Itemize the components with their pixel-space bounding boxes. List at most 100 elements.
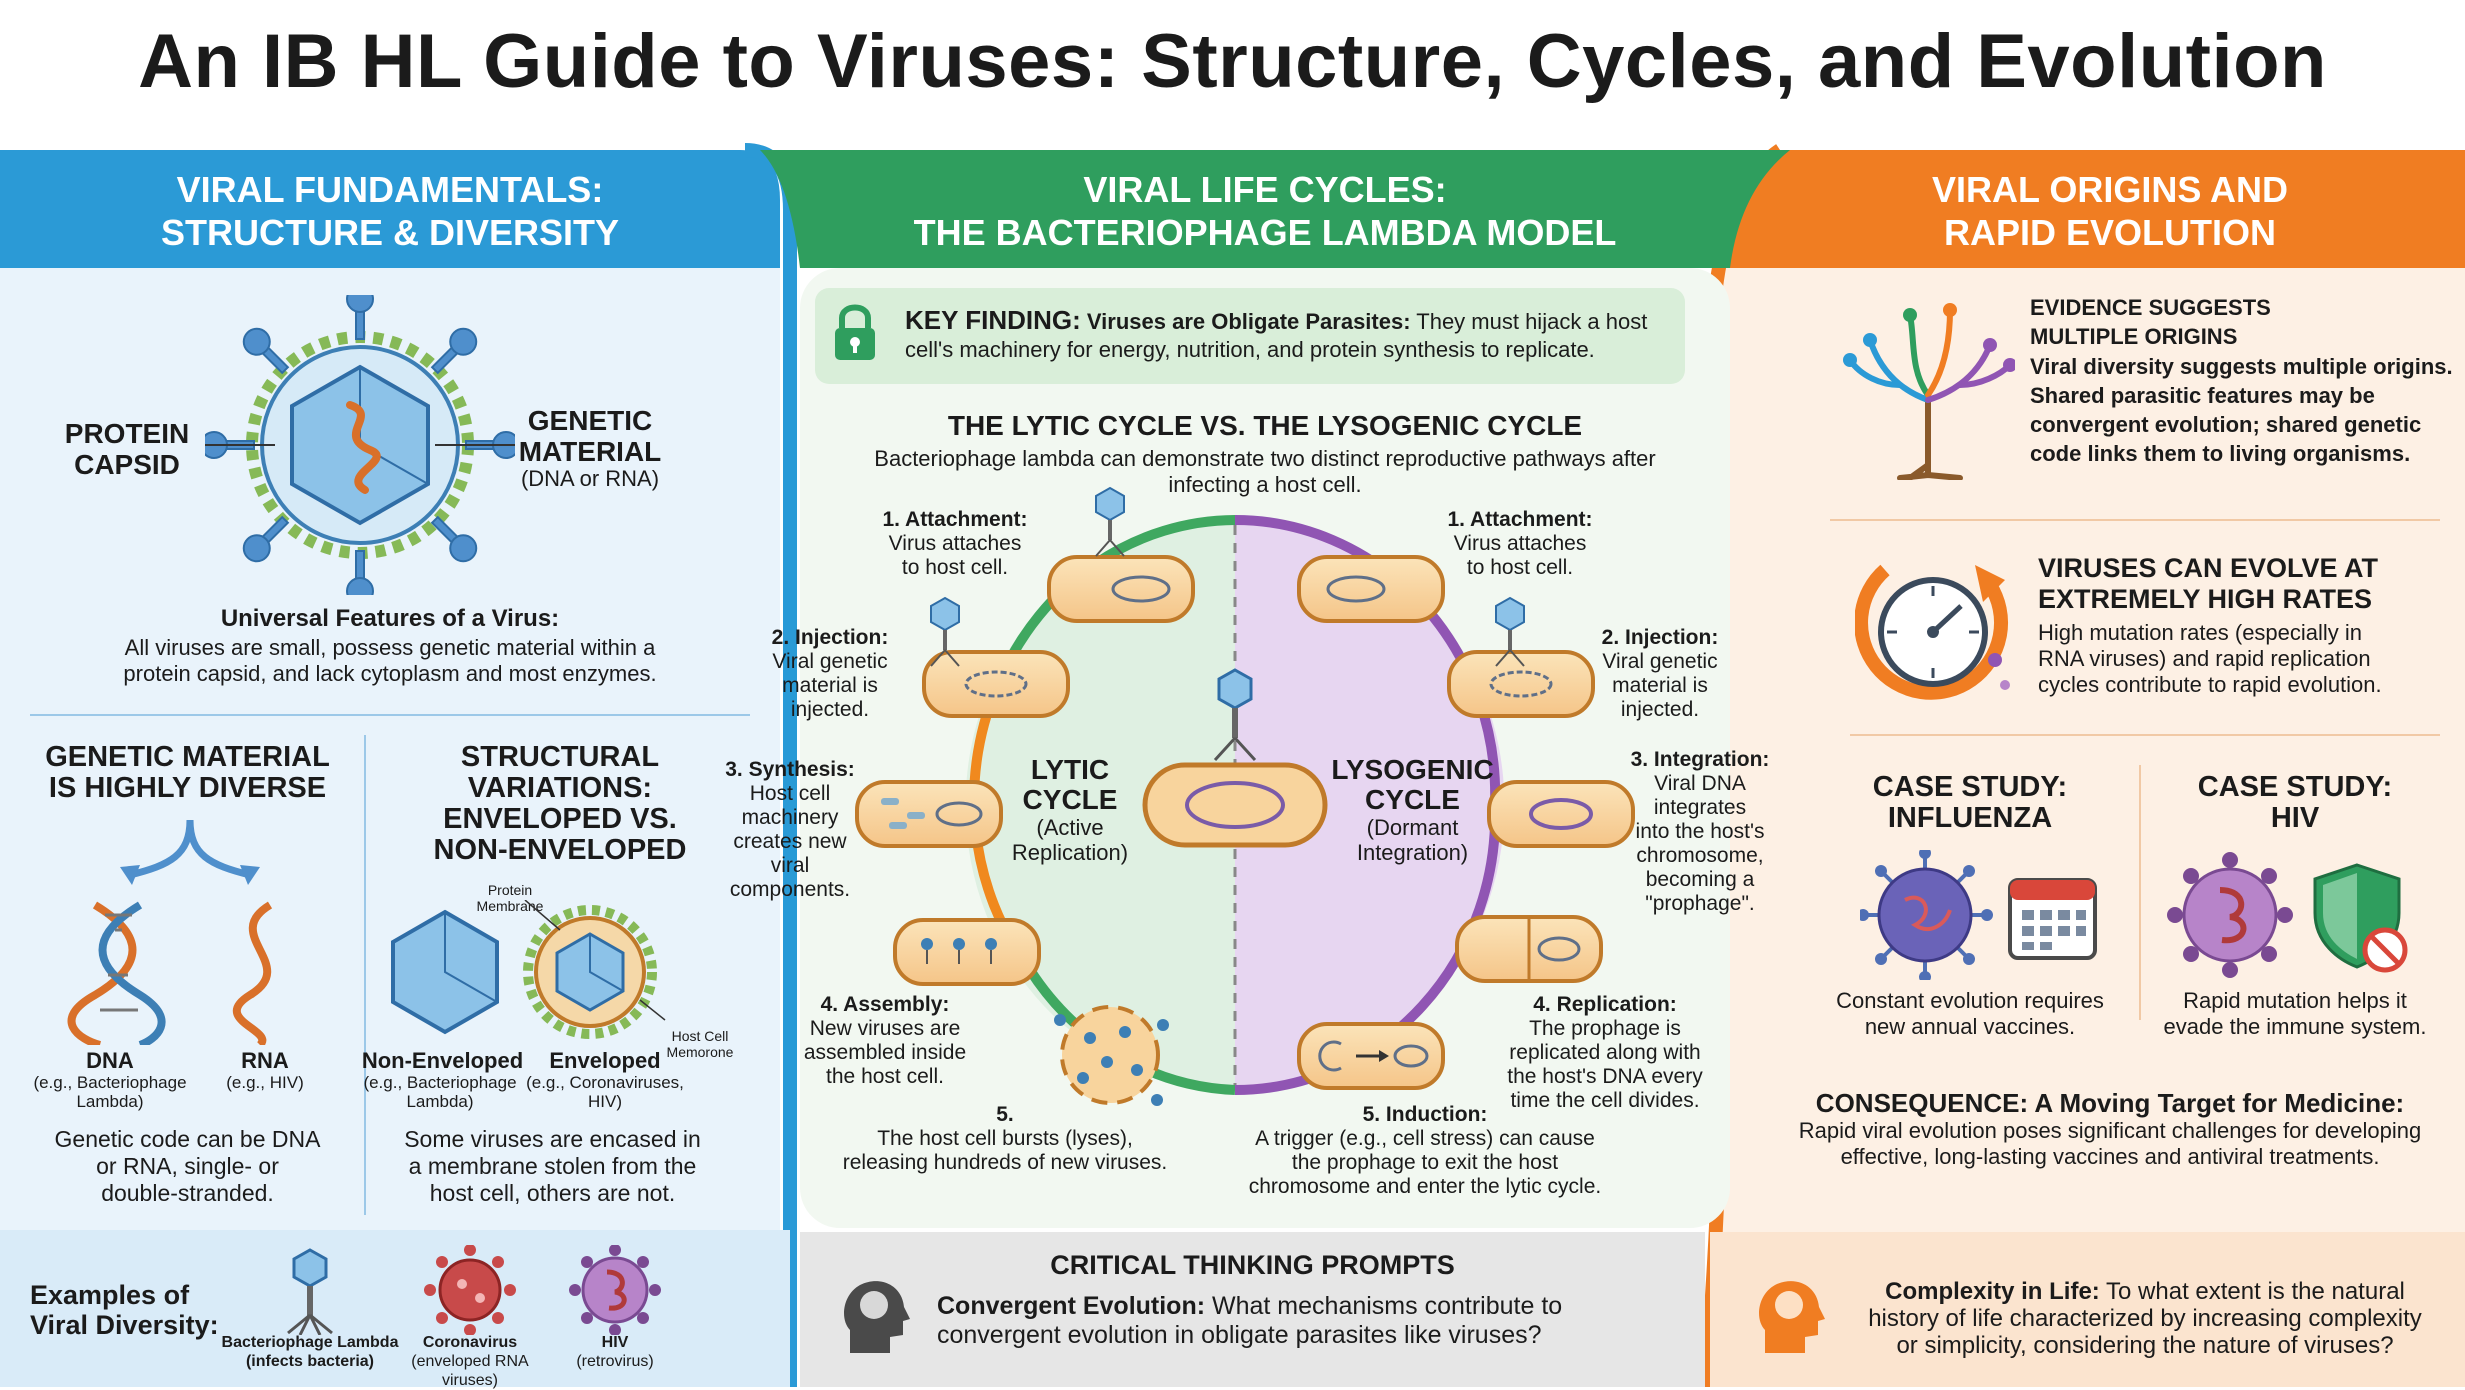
lytic-step-5-line1: The host cell bursts (lyses), [877, 1127, 1133, 1150]
middle-header-line2: THE BACTERIOPHAGE LAMBDA MODEL [913, 212, 1617, 253]
complexity-line2: history of life characterized by increas… [1868, 1305, 2422, 1332]
non-enveloped-sub: (e.g., Bacteriophage Lambda) [355, 1073, 525, 1111]
lyso-step-4-line4: time the cell divides. [1510, 1089, 1700, 1112]
lytic-step-5-title: 5. [996, 1103, 1014, 1126]
complexity-line1: To what extent is the natural [2106, 1278, 2405, 1305]
lytic-step-4: 4. Assembly: New viruses are assembled i… [785, 993, 985, 1089]
consequence-line2: effective, long-lasting vaccines and ant… [1840, 1144, 2380, 1169]
evolve-text-line3: cycles contribute to rapid evolution. [2038, 672, 2382, 697]
examples-title-line2: Viral Diversity: [30, 1310, 219, 1340]
evidence-title-line2: MULTIPLE ORIGINS [2030, 324, 2238, 349]
flu-title-line1: CASE STUDY: [1872, 771, 2068, 803]
lyso-label-line1: LYSOGENIC [1331, 754, 1494, 785]
lyso-step-5-title: 5. Induction: [1362, 1103, 1488, 1126]
right-header-line2: RAPID EVOLUTION [1943, 212, 2276, 253]
lytic-cell-attachment [1047, 555, 1195, 623]
example-hiv: HIV (retrovirus) [555, 1333, 675, 1371]
non-enveloped-label: Non-Enveloped [361, 1048, 524, 1073]
example-bacteriophage-sub: (infects bacteria) [245, 1353, 375, 1370]
lyso-cell-induction [1297, 1022, 1445, 1090]
cycle-title: THE LYTIC CYCLE VS. THE LYSOGENIC CYCLE [947, 410, 1583, 441]
complexity-text: Complexity in Life: To what extent is th… [1830, 1278, 2460, 1359]
rna-sub: (e.g., HIV) [226, 1073, 304, 1092]
host-membrane-line1: Host Cell [671, 1028, 729, 1044]
lyso-step-3: 3. Integration: Viral DNA integrates int… [1620, 748, 1780, 916]
dna-sub-line1: (e.g., Bacteriophage [33, 1073, 187, 1092]
hiv-text-line1: Rapid mutation helps it [2183, 988, 2407, 1013]
lytic-label-line1: LYTIC [1030, 754, 1110, 785]
cycle-intro-line1: Bacteriophage lambda can demonstrate two… [874, 446, 1656, 471]
lyso-cell-integration [1487, 780, 1635, 848]
capsid-label: PROTEIN CAPSID [52, 418, 202, 480]
key-finding-bold: Viruses are Obligate Parasites: [1086, 309, 1411, 334]
middle-column-header: VIRAL LIFE CYCLES: THE BACTERIOPHAGE LAM… [800, 168, 1730, 254]
lyso-step-1: 1. Attachment: Virus attaches to host ce… [1425, 508, 1615, 580]
branching-tree-icon [1843, 303, 2015, 480]
right-column-header: VIRAL ORIGINS AND RAPID EVOLUTION [1760, 168, 2460, 254]
host-membrane-label: Host Cell Memorone [655, 1028, 745, 1060]
lytic-step-1-line2: to host cell. [901, 556, 1009, 579]
lyso-step-4: 4. Replication: The prophage is replicat… [1485, 993, 1725, 1113]
head-brain-icon [1759, 1281, 1825, 1353]
flu-text-line1: Constant evolution requires [1836, 988, 2104, 1013]
lyso-sub-line2: Integration) [1356, 840, 1469, 865]
lytic-step-2-line2: material is [782, 674, 878, 697]
nonenv-sub-line2: Lambda) [406, 1092, 474, 1111]
stopwatch-icon [1855, 564, 2010, 700]
rna-strand-icon [232, 901, 273, 1045]
lock-icon [835, 304, 875, 360]
enveloped-label: Enveloped [549, 1048, 661, 1073]
lyso-step-1-line2: to host cell. [1466, 556, 1574, 579]
lytic-cell-assembly [893, 918, 1041, 986]
shield-icon [2313, 863, 2408, 973]
universal-features-text: All viruses are small, possess genetic m… [40, 635, 740, 687]
lyso-label-line2: CYCLE [1365, 784, 1460, 815]
lytic-step-2: 2. Injection: Viral genetic material is … [755, 626, 905, 722]
lyso-step-1-line1: Virus attaches [1453, 532, 1587, 555]
example-coronavirus-name: Coronavirus [422, 1334, 518, 1351]
complexity-line3: or simplicity, considering the nature of… [1896, 1332, 2394, 1359]
example-coronavirus-sub1: (enveloped RNA [411, 1353, 529, 1370]
flu-text: Constant evolution requires new annual v… [1820, 988, 2120, 1040]
lytic-step-2-line3: injected. [790, 698, 870, 721]
enveloped-virus-icon [523, 905, 657, 1039]
lyso-step-5: 5. Induction: A trigger (e.g., cell stre… [1235, 1103, 1615, 1199]
structural-text: Some viruses are encased in a membrane s… [370, 1126, 735, 1207]
genetic-label-line1: GENETIC [527, 405, 653, 436]
prompts-title: CRITICAL THINKING PROMPTS [1050, 1250, 1455, 1280]
genetic-material-label: GENETIC MATERIAL [510, 405, 670, 467]
bacteriophage-icon [287, 1248, 333, 1335]
genetic-material-sub: (DNA or RNA) [520, 466, 660, 491]
cycle-intro-line2: infecting a host cell. [1168, 472, 1362, 497]
lyso-step-2: 2. Injection: Viral genetic material is … [1585, 626, 1735, 722]
dna-rna-diagram [67, 819, 273, 1045]
flu-icons [1860, 850, 2097, 980]
virus-structure-diagram [205, 295, 515, 595]
genetic-code-line1: Genetic code can be DNA [54, 1126, 321, 1152]
lytic-sub-line1: (Active [1036, 815, 1104, 840]
lytic-step-5: 5. The host cell bursts (lyses), releasi… [830, 1103, 1180, 1175]
page-title: An IB HL Guide to Viruses: Structure, Cy… [138, 19, 2327, 104]
head-brain-icon [844, 1281, 910, 1353]
phage-icon [930, 596, 960, 667]
hiv-title: CASE STUDY: HIV [2150, 772, 2440, 834]
lyso-step-3-title: 3. Integration: [1630, 748, 1770, 771]
examples-icons [287, 1245, 661, 1335]
lyso-step-1-title: 1. Attachment: [1447, 508, 1593, 531]
genetic-code-line2: or RNA, single- or [96, 1153, 279, 1179]
cycle-intro: Bacteriophage lambda can demonstrate two… [800, 446, 1730, 498]
prompt-line1: What mechanisms contribute to [1212, 1292, 1563, 1320]
lysis-burst-icon [1054, 1005, 1169, 1106]
evidence-text: Viral diversity suggests multiple origin… [2030, 352, 2460, 468]
lytic-step-1-title: 1. Attachment: [882, 508, 1028, 531]
evolve-title-line1: VIRUSES CAN EVOLVE AT [2038, 553, 2379, 583]
universal-features-title: Universal Features of a Virus: [220, 605, 560, 632]
evolve-title: VIRUSES CAN EVOLVE AT EXTREMELY HIGH RAT… [2038, 553, 2458, 615]
hiv-virus-icon [2167, 852, 2293, 978]
example-coronavirus: Coronavirus (enveloped RNA viruses) [395, 1333, 545, 1390]
lyso-step-2-title: 2. Injection: [1601, 626, 1719, 649]
lyso-step-4-line1: The prophage is [1529, 1017, 1681, 1040]
lytic-step-5-line2: releasing hundreds of new viruses. [842, 1151, 1168, 1174]
lytic-step-3-line5: components. [729, 878, 851, 901]
